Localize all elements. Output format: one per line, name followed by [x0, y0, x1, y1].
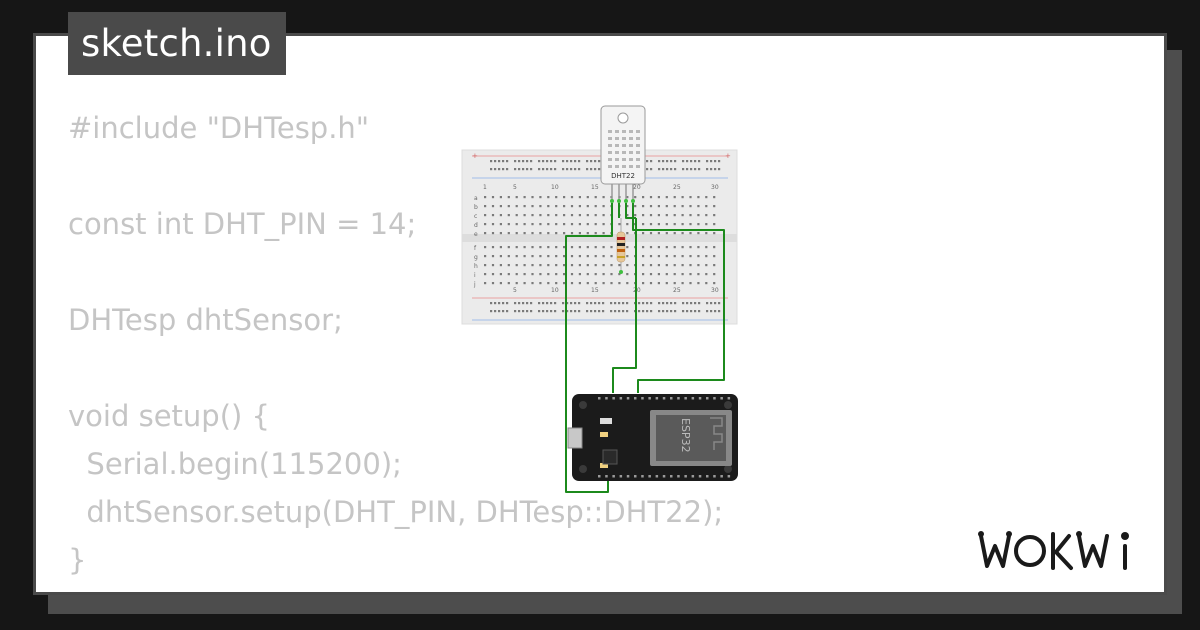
- column-number: 25: [673, 184, 681, 191]
- code-line: #include "DHTesp.h": [68, 111, 370, 145]
- code-block: #include "DHTesp.h" const int DHT_PIN = 1…: [68, 104, 723, 584]
- file-name-tab[interactable]: sketch.ino: [68, 12, 286, 75]
- column-number: 15: [591, 287, 599, 294]
- column-number: 20: [633, 184, 641, 191]
- column-number: 5: [513, 184, 517, 191]
- column-number: 10: [551, 287, 559, 294]
- resistor[interactable]: [616, 218, 626, 274]
- column-number: 15: [591, 184, 599, 191]
- file-name-label: sketch.ino: [81, 22, 272, 65]
- row-letter: b: [474, 204, 478, 211]
- wire[interactable]: [632, 203, 725, 393]
- wire[interactable]: [625, 203, 636, 219]
- code-line: const int DHT_PIN = 14;: [68, 207, 417, 241]
- code-line: void setup() {: [68, 399, 270, 433]
- row-letter: a: [474, 195, 478, 202]
- column-number: 5: [513, 287, 517, 294]
- column-number: 1: [483, 184, 487, 191]
- svg-text:+: +: [472, 152, 478, 160]
- esp32-board[interactable]: ESP32: [567, 394, 738, 481]
- wires: [565, 203, 725, 493]
- row-letter: i: [474, 272, 476, 279]
- column-number: 30: [711, 184, 719, 191]
- breadboard-holes: [484, 160, 721, 313]
- row-letter: h: [474, 263, 478, 270]
- svg-text:+: +: [725, 152, 731, 160]
- code-line: }: [68, 543, 87, 577]
- code-line: DHTesp dhtSensor;: [68, 303, 343, 337]
- code-line: dhtSensor.setup(DHT_PIN, DHTesp::DHT22);: [68, 495, 724, 529]
- row-letter: d: [474, 222, 478, 229]
- wire[interactable]: [612, 218, 637, 393]
- row-letter: g: [474, 254, 478, 261]
- row-letter: c: [474, 213, 477, 220]
- column-number: 30: [711, 287, 719, 294]
- wokwi-logo: [978, 531, 1129, 570]
- circuit-diagram: + + 1 5 10 15 20 25 30 5 10 15 20 25 30 …: [461, 105, 738, 493]
- code-line: Serial.begin(115200);: [68, 447, 402, 481]
- column-number: 25: [673, 287, 681, 294]
- board-label: ESP32: [679, 418, 692, 453]
- column-number: 10: [551, 184, 559, 191]
- row-letter: j: [473, 281, 476, 288]
- row-letter: e: [474, 231, 478, 238]
- row-letter: f: [474, 245, 477, 252]
- dht22-sensor[interactable]: DHT22: [600, 105, 646, 203]
- sensor-label: DHT22: [611, 172, 635, 180]
- wire[interactable]: [565, 203, 613, 493]
